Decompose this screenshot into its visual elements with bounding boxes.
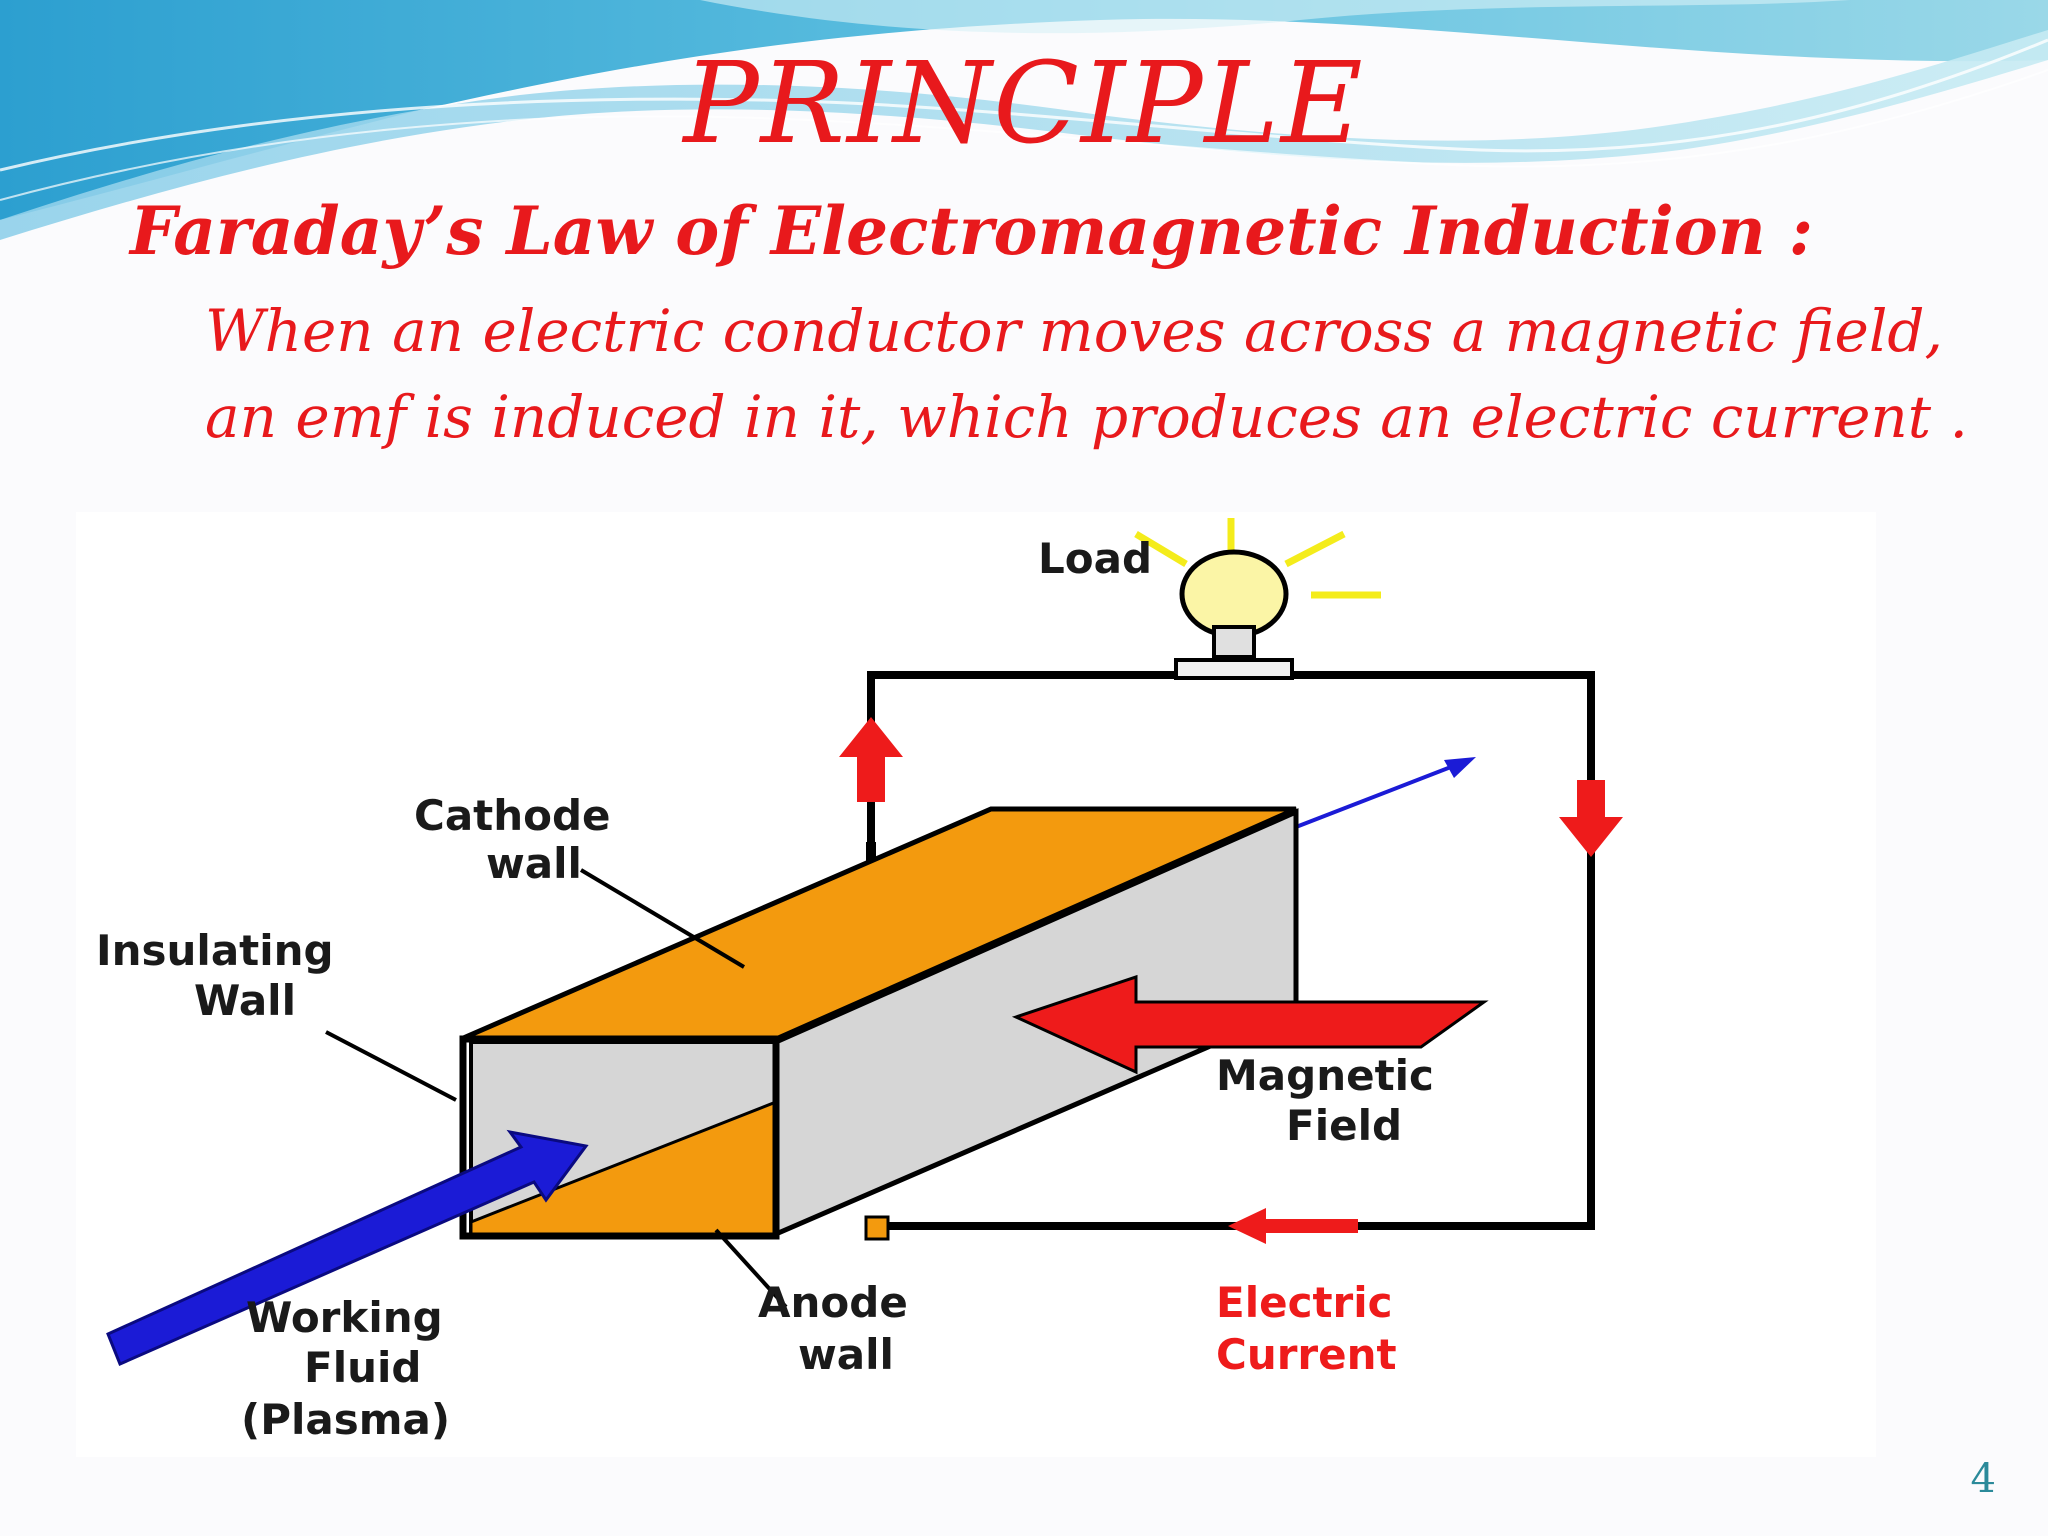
anode-wall-label-line1: Anode: [758, 1278, 908, 1327]
insulating-wall-label-line2: Wall: [194, 976, 296, 1025]
load-label: Load: [1038, 534, 1152, 583]
current-arrow-left: [1228, 1208, 1358, 1244]
cathode-wall-label-line2: wall: [486, 839, 582, 888]
header-wave-decoration: [0, 0, 2048, 240]
field-direction-arrow: [1295, 757, 1476, 829]
mhd-generator-diagram: Load Cathode wall Insulating Wall Magnet…: [96, 518, 1623, 1444]
definition-line-1: When an electric conductor moves across …: [205, 297, 1943, 365]
working-fluid-label-line1: Working: [246, 1293, 443, 1342]
working-fluid-label-line2: Fluid: [304, 1343, 421, 1392]
definition-line-2: an emf is induced in it, which produces …: [205, 383, 1968, 451]
cathode-wall-label-line1: Cathode: [414, 791, 611, 840]
insulating-leader-line: [325, 1030, 457, 1102]
current-arrow-down: [1559, 780, 1623, 857]
magnetic-field-arrow: [1011, 974, 1489, 1075]
anode-leader-line: [714, 1228, 788, 1309]
insulating-wall-label-line1: Insulating: [96, 926, 334, 975]
law-heading: Faraday’s Law of Electromagnetic Inducti…: [130, 192, 1814, 270]
electric-current-label-line2: Current: [1216, 1330, 1397, 1379]
mhd-diagram-panel: Load Cathode wall Insulating Wall Magnet…: [76, 512, 1876, 1457]
working-fluid-label-line3: (Plasma): [241, 1395, 450, 1444]
light-bulb-icon: [1134, 518, 1381, 680]
slide-number: 4: [1970, 1456, 1996, 1502]
anode-wall-label-line2: wall: [798, 1330, 894, 1379]
working-fluid-arrow: [106, 1129, 589, 1366]
magnetic-field-label-line2: Field: [1286, 1101, 1402, 1150]
cathode-leader-line: [579, 868, 746, 969]
magnetic-field-label-line1: Magnetic: [1216, 1051, 1434, 1100]
slide-title: PRINCIPLE: [683, 39, 1365, 169]
electric-current-label-line1: Electric: [1216, 1278, 1393, 1327]
